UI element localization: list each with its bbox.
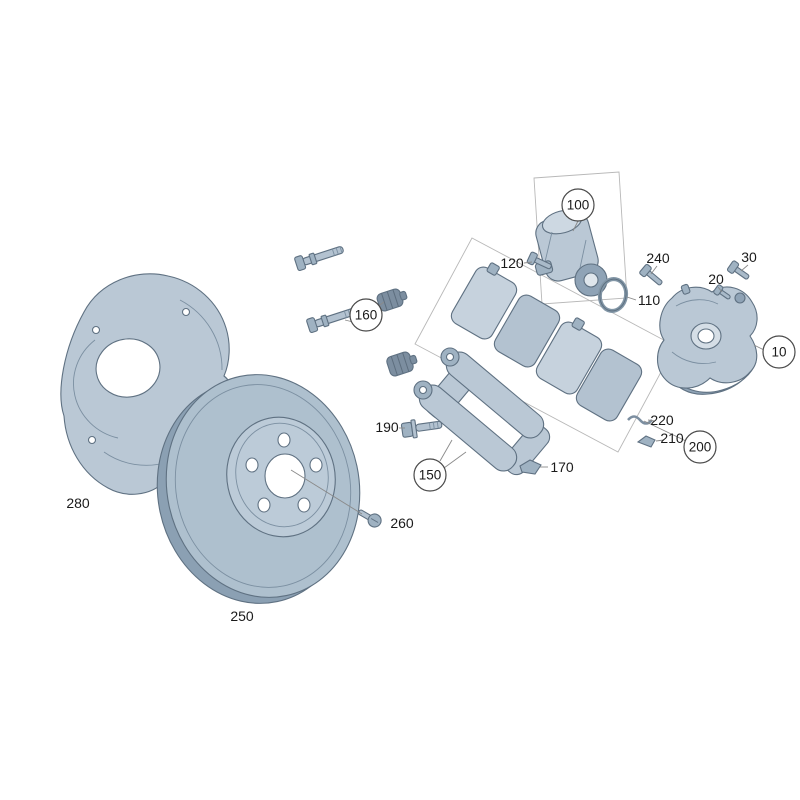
callout-100[interactable]: 100 — [561, 188, 595, 222]
disc-center-bore — [264, 453, 306, 499]
retainer-clip-210 — [636, 435, 656, 448]
brake-pad-4 — [575, 348, 643, 422]
brake-disc-illustration — [156, 374, 361, 604]
guide-pin-1 — [294, 246, 344, 272]
callout-label: 150 — [419, 468, 442, 483]
callout-150[interactable]: 150 — [413, 458, 447, 492]
callout-210[interactable]: 210 — [660, 430, 684, 446]
callout-10[interactable]: 10 — [762, 335, 796, 369]
callout-160[interactable]: 160 — [349, 298, 383, 332]
disc-hat-line — [235, 422, 329, 528]
brake-pad-2 — [493, 294, 561, 368]
small-parts-illustration — [357, 251, 750, 528]
callout-20[interactable]: 20 — [708, 271, 724, 287]
callout-circle — [561, 188, 595, 222]
disc-lug-hole — [309, 457, 323, 473]
screw-260 — [357, 509, 382, 528]
o-ring-illustration — [597, 277, 629, 313]
actuator-illustration — [534, 209, 608, 297]
bracket-pin-bore-2 — [418, 385, 428, 395]
callout-circle — [683, 430, 717, 464]
callout-190[interactable]: 190 — [375, 419, 399, 435]
bolt-120 — [526, 251, 552, 270]
callout-30[interactable]: 30 — [741, 249, 757, 265]
callout-280[interactable]: 280 — [66, 495, 90, 511]
callouts-layer: 100 120 240 30 20 10 110 160 190 150 170… — [66, 188, 796, 624]
callout-circle — [349, 298, 383, 332]
disc-lug-hole — [297, 497, 311, 513]
shield-rib-arc — [179, 299, 223, 371]
callout-220[interactable]: 220 — [650, 412, 674, 428]
callout-120[interactable]: 120 — [500, 255, 524, 271]
disc-lug-hole — [257, 497, 271, 513]
callout-170[interactable]: 170 — [550, 459, 574, 475]
guide-pin-2 — [306, 308, 356, 334]
callout-label: 200 — [689, 440, 712, 455]
shield-bolt-hole — [181, 307, 191, 317]
brake-pad-3 — [535, 321, 603, 395]
callout-110[interactable]: 110 — [638, 292, 661, 308]
pad-3-tab — [571, 317, 585, 331]
disc-lug-hole — [245, 457, 259, 473]
pad-1-tab — [486, 262, 500, 276]
callout-200[interactable]: 200 — [683, 430, 717, 464]
callout-label: 10 — [771, 345, 786, 360]
brake-pads-illustration — [450, 262, 643, 422]
callout-250[interactable]: 250 — [230, 608, 254, 624]
clip-170 — [519, 459, 542, 475]
callout-label: 160 — [355, 308, 378, 323]
shield-rib-arc — [73, 339, 119, 439]
callout-260[interactable]: 260 — [390, 515, 414, 531]
disc-lug-hole — [277, 432, 291, 448]
o-ring-outline — [599, 278, 627, 312]
callout-circle — [762, 335, 796, 369]
splash-shield-center-hole — [95, 338, 161, 398]
bolt-240 — [639, 263, 663, 286]
leader-lines — [290, 220, 765, 515]
cap-20 — [713, 284, 731, 300]
bleeder-valve-30 — [726, 260, 750, 280]
guide-bushing-1 — [376, 288, 408, 312]
callout-label: 100 — [567, 198, 590, 213]
caliper-piston-bore — [697, 328, 715, 344]
bolt-190 — [400, 419, 443, 439]
caliper-illustration — [656, 283, 758, 395]
shield-bolt-hole — [91, 325, 101, 335]
caliper-banjo-fitting — [734, 292, 746, 304]
bracket-pin-bore-1 — [445, 352, 455, 362]
caliper-bleed-nipple — [680, 283, 691, 295]
caliper-bracket-illustration — [413, 347, 551, 476]
guide-bushing-2 — [386, 351, 418, 377]
callout-240[interactable]: 240 — [646, 250, 670, 266]
callout-circle — [413, 458, 447, 492]
disc-rim-line — [174, 384, 352, 588]
actuator-gear-hub — [583, 272, 599, 288]
shield-bolt-hole — [87, 435, 97, 445]
brake-pad-1 — [450, 266, 518, 340]
guide-pin-group-illustration — [294, 246, 418, 377]
